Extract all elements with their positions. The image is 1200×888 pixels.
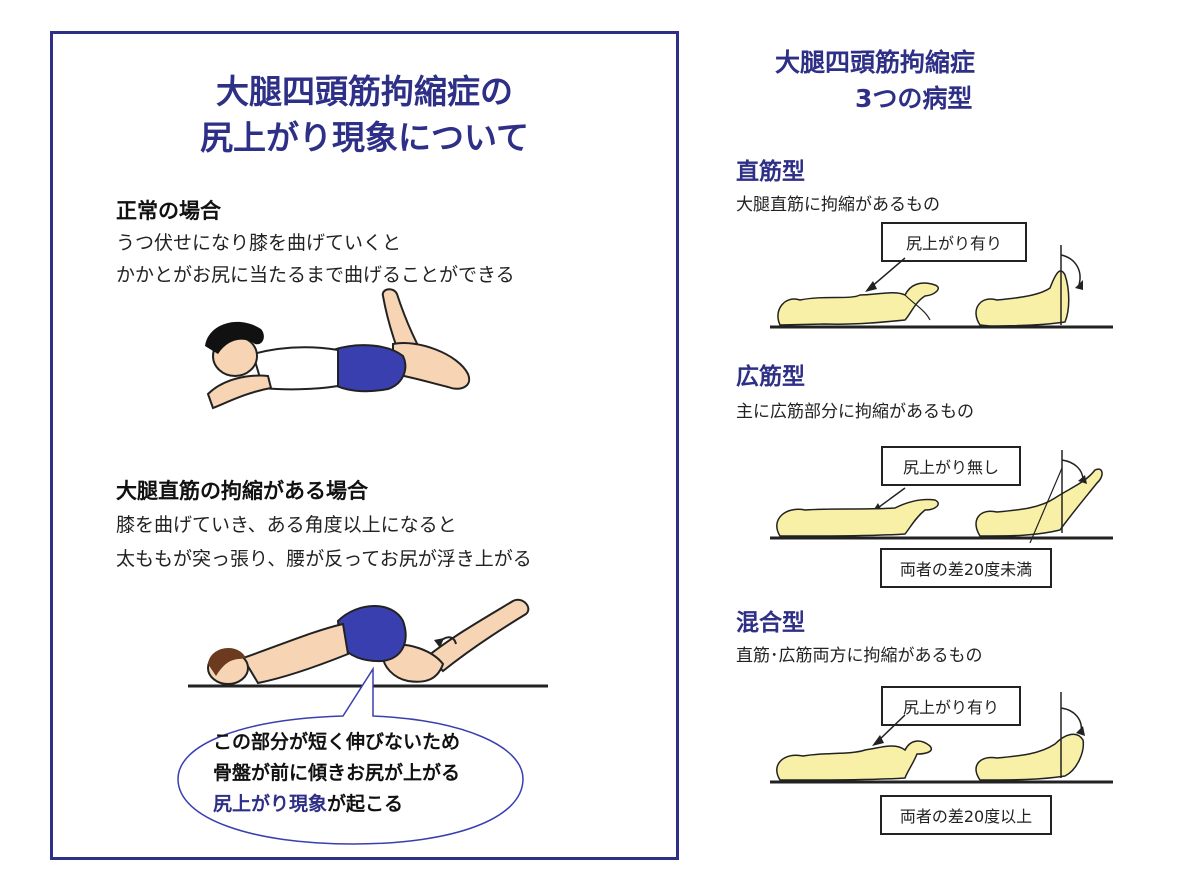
normal-heading: 正常の場合 bbox=[116, 199, 221, 223]
type-vastus-desc: 主に広筋部分に拘縮があるもの bbox=[736, 402, 974, 422]
bubble-line-1: この部分が短く伸びないため bbox=[213, 731, 461, 753]
type-mixed-illustration bbox=[770, 692, 1113, 784]
bubble-line-3-rest: が起こる bbox=[327, 793, 404, 815]
type-rectus-desc: 大腿直筋に拘縮があるもの bbox=[736, 195, 940, 215]
left-title-line1: 大腿四頭筋拘縮症の bbox=[216, 72, 513, 111]
normal-line-2: かかとがお尻に当たるまで曲げることができる bbox=[116, 264, 515, 286]
type-vastus-heading: 広筋型 bbox=[736, 364, 805, 390]
type-mixed-heading: 混合型 bbox=[736, 610, 805, 636]
left-panel: 大腿四頭筋拘縮症の 尻上がり現象について 正常の場合 うつ伏せになり膝を曲げてい… bbox=[50, 31, 679, 860]
explanation-bubble-shape bbox=[177, 666, 524, 845]
type-vastus-label-bottom: 両者の差20度未満 bbox=[880, 548, 1052, 588]
type-vastus-label-top: 尻上がり無し bbox=[881, 446, 1021, 486]
type-rectus-heading: 直筋型 bbox=[736, 159, 805, 185]
type-mixed-desc: 直筋･広筋両方に拘縮があるもの bbox=[736, 646, 983, 666]
type-rectus-illustration bbox=[770, 245, 1113, 329]
contracture-line-1: 膝を曲げていき、ある角度以上になると bbox=[116, 514, 457, 536]
left-title-line2: 尻上がり現象について bbox=[199, 118, 529, 157]
contracture-figure-illustration bbox=[188, 598, 548, 688]
bubble-line-3: 尻上がり現象が起こる bbox=[213, 789, 403, 816]
bubble-line-2: 骨盤が前に傾きお尻が上がる bbox=[213, 762, 461, 784]
normal-figure-illustration bbox=[205, 288, 471, 410]
bubble-highlight: 尻上がり現象 bbox=[213, 793, 328, 815]
type-rectus-label-top: 尻上がり有り bbox=[881, 222, 1027, 262]
contracture-heading: 大腿直筋の拘縮がある場合 bbox=[116, 479, 368, 503]
right-title-line1: 大腿四頭筋拘縮症 bbox=[775, 48, 976, 77]
normal-line-1: うつ伏せになり膝を曲げていくと bbox=[116, 232, 402, 254]
type-mixed-label-top: 尻上がり有り bbox=[881, 686, 1021, 726]
right-title-line2: 3つの病型 bbox=[855, 84, 973, 113]
contracture-line-2: 太ももが突っ張り、腰が反ってお尻が浮き上がる bbox=[116, 548, 532, 570]
type-mixed-label-bottom: 両者の差20度以上 bbox=[880, 795, 1052, 835]
type-vastus-illustration bbox=[770, 450, 1113, 543]
